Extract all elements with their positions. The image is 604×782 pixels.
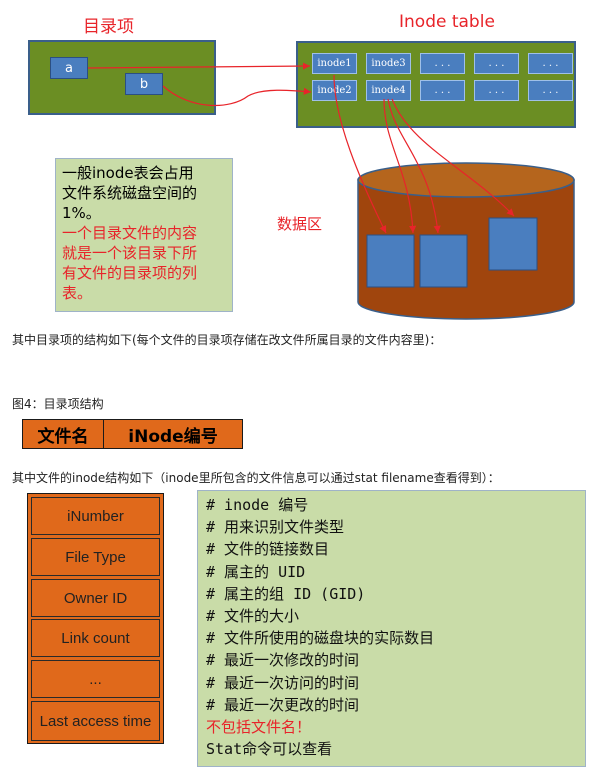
figure-caption: 图4：目录项结构 — [12, 397, 104, 411]
desc-line-stat: Stat命令可以查看 — [206, 740, 333, 759]
note-red-line: 有文件的目录项的列 — [62, 264, 198, 282]
inode-field-link-count: Link count — [31, 619, 160, 657]
desc-line: # 最近一次访问的时间 — [206, 673, 360, 692]
inode-field-ellipsis: ... — [31, 660, 160, 698]
inode-slot: . . . — [420, 80, 465, 101]
inode-field-file-type: File Type — [31, 538, 160, 576]
dir-entry-a: a — [50, 57, 88, 79]
note-red-line: 表。 — [62, 284, 93, 302]
arrow-inode4-block1 — [383, 98, 417, 234]
inode-slot: . . . — [528, 80, 573, 101]
caption-inode-structure: 其中文件的inode结构如下（inode里所包含的文件信息可以通过stat fi… — [12, 471, 500, 485]
note-black-line: 1%。 — [62, 204, 101, 222]
arrow-inode1-block — [333, 74, 387, 234]
directory-entry-title: 目录项 — [83, 17, 134, 37]
data-block-2 — [419, 234, 468, 288]
arrow-inode4-block2 — [387, 98, 441, 234]
desc-line: # 文件的大小 — [206, 607, 300, 626]
inode-field-inumber: iNumber — [31, 497, 160, 535]
inode-structure-list: iNumber File Type Owner ID Link count ..… — [27, 493, 164, 744]
desc-line: # 文件所使用的磁盘块的实际数目 — [206, 629, 435, 648]
arrow-b-inode2 — [162, 85, 312, 107]
inode-slot: . . . — [474, 80, 519, 101]
inode-slot: . . . — [420, 53, 465, 74]
note-black-line: 一般inode表会占用 — [62, 164, 194, 182]
dir-entry-b: b — [125, 73, 163, 95]
desc-line: # 用来识别文件类型 — [206, 518, 345, 537]
note-red-line: 一个目录文件的内容 — [62, 224, 198, 242]
note-black-line: 文件系统磁盘空间的 — [62, 184, 198, 202]
desc-line: # 属主的 UID — [206, 562, 306, 581]
arrow-a-inode1 — [87, 62, 311, 70]
inode-table-title: Inode table — [399, 12, 495, 32]
desc-line: # 属主的组 ID (GID) — [206, 584, 366, 603]
desc-line-no-filename: 不包括文件名！ — [206, 718, 312, 737]
note-box: 一般inode表会占用 文件系统磁盘空间的 1%。 一个目录文件的内容 就是一个… — [55, 158, 233, 312]
data-block-3 — [488, 217, 538, 271]
data-area-label: 数据区 — [277, 215, 323, 233]
data-block-1 — [366, 234, 415, 288]
inode-field-owner-id: Owner ID — [31, 579, 160, 617]
desc-line: # 最近一次修改的时间 — [206, 651, 360, 670]
inode-slot: inode3 — [366, 53, 411, 74]
desc-line: # inode 编号 — [206, 496, 309, 514]
inode-slot: . . . — [474, 53, 519, 74]
inode-slot: . . . — [528, 53, 573, 74]
inode-field-last-access: Last access time — [31, 701, 160, 741]
note-red-line: 就是一个该目录下所 — [62, 244, 198, 262]
dir-struct-inode-number: iNode编号 — [103, 419, 243, 449]
dir-struct-filename: 文件名 — [22, 419, 104, 449]
inode-slot: inode1 — [312, 53, 357, 74]
arrow-inode4-block3 — [391, 98, 515, 217]
desc-line: # 最近一次更改的时间 — [206, 695, 360, 714]
inode-description-box: # inode 编号 # 用来识别文件类型 # 文件的链接数目 # 属主的 UI… — [197, 490, 586, 767]
desc-line: # 文件的链接数目 — [206, 540, 330, 559]
diagram-arrows-and-cylinder — [87, 62, 575, 320]
caption-dir-structure: 其中目录项的结构如下(每个文件的目录项存储在改文件所属目录的文件内容里)： — [12, 333, 442, 347]
